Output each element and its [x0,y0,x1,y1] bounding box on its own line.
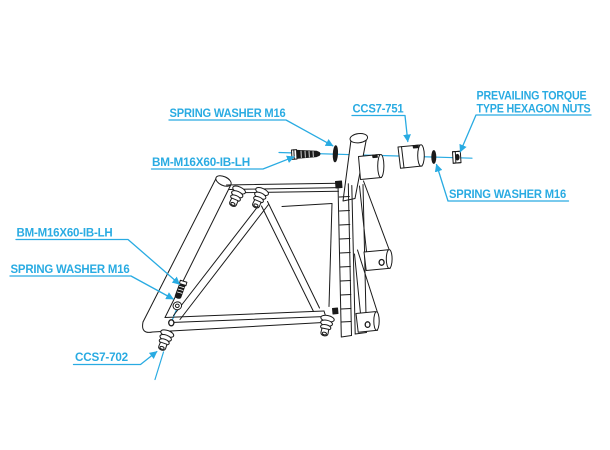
bracket-arm-upper [359,180,393,271]
left-axis-centerline-lower [154,351,165,381]
callout-spring-washer-top: SPRING WASHER M16 [168,106,334,147]
callout-ccs7-751: CCS7-751 [351,102,411,143]
ladder-rungs [338,196,352,323]
coupler-seam [401,146,405,169]
corner-connector-bottom [332,307,339,315]
ladder-bottom-cap [340,335,352,338]
ccs7-751-coupler [397,144,425,169]
chord-left-edge [351,185,356,335]
bottom-tube-bottom-edge [142,321,328,333]
corner-connector-top [335,180,343,189]
bolt-threads [176,285,185,294]
gusset-lower-b [354,253,361,314]
leader-line [150,155,295,170]
inner-right-edge [328,203,333,307]
ladder-left-edge [337,184,342,337]
leader-line [72,350,158,366]
leader-line [168,119,334,147]
spring-washer-left-part [172,301,183,311]
bolt-shank [174,283,186,299]
left-fastener-set [168,279,188,327]
callout-label-line1: PREVAILING TORQUE [477,89,587,103]
brace-right-outer [267,201,320,309]
callout-ccs7-702: CCS7-702 [72,350,158,366]
left-tube-inner-edge [164,185,231,318]
callout-bm-bolt-left: BM-M16X60-IB-LH [15,226,181,285]
bolt-threads [300,150,314,158]
hex-bolt-top [291,149,321,160]
callouts: SPRING WASHER M16 CCS7-751 PREVAILING TO… [9,89,592,366]
leader-line [15,238,181,285]
right-ladder-column [332,180,352,338]
receiver-stub-face [377,154,385,178]
nut-bore [455,153,460,161]
arm-lower-hole [364,321,371,329]
callout-label-line2: TYPE HEXAGON NUTS [477,102,591,116]
bottom-tube-mid-edge [170,316,327,323]
bottom-right-coupler [316,313,336,338]
callout-label: BM-M16X60-IB-LH [17,226,113,240]
hexagon-nut [452,150,462,164]
callout-label: CCS7-702 [75,350,129,364]
callout-bm-bolt-top: BM-M16X60-IB-LH [150,155,295,170]
bottom-tube-top-edge [164,310,325,318]
bolt-shank [296,149,321,159]
ladder-right-edge [347,183,352,336]
arm-upper-face [385,249,393,269]
top-post-cap [349,133,369,144]
truss-frame [142,133,393,338]
right-chord-tube [351,184,367,335]
spring-washer-right-part [431,150,437,164]
callout-prevailing-torque-nuts: PREVAILING TORQUE TYPE HEXAGON NUTS [459,89,592,153]
callout-label: SPRING WASHER M16 [449,187,566,201]
nut-bands [452,150,462,164]
bolt-head-edge [293,149,295,160]
callout-spring-washer-left: SPRING WASHER M16 [9,262,174,300]
stub-notch [372,154,378,159]
leader-line [459,114,592,153]
gusset-upper-a [363,180,390,251]
callout-label: BM-M16X60-IB-LH [152,155,250,169]
brace-left-outer [173,200,263,316]
gusset-upper-b [359,185,367,252]
bolt-hole [168,319,175,327]
exploded-axis-lines [154,151,473,381]
leader-line [434,163,570,202]
coupler-face [417,144,425,167]
callout-label: CCS7-751 [353,102,404,116]
inner-top-edge [281,203,333,207]
interior-bracing [173,200,333,320]
callout-spring-washer-right: SPRING WASHER M16 [434,163,570,202]
coupler-notch [412,144,419,149]
arm-lower-face [373,311,380,331]
hex-bolt-left [174,279,188,299]
top-tube-mid-edge [229,187,339,190]
chord-bottom-cap [354,332,367,335]
brace-left-inner [179,204,269,320]
callout-label: SPRING WASHER M16 [11,262,130,276]
gusset-lower-a [357,249,378,313]
brace-right-inner [261,205,314,312]
leader-line [351,114,411,143]
arm-upper-hole [378,258,385,266]
top-tube-top-edge [226,182,339,186]
leader-line [9,275,174,300]
callout-label: SPRING WASHER M16 [170,106,286,120]
bracket-arm-lower [354,249,380,333]
left-tube-outer-edge [142,177,217,323]
top-tube-bottom-edge [231,190,339,194]
spring-washer-top-part [332,145,339,163]
